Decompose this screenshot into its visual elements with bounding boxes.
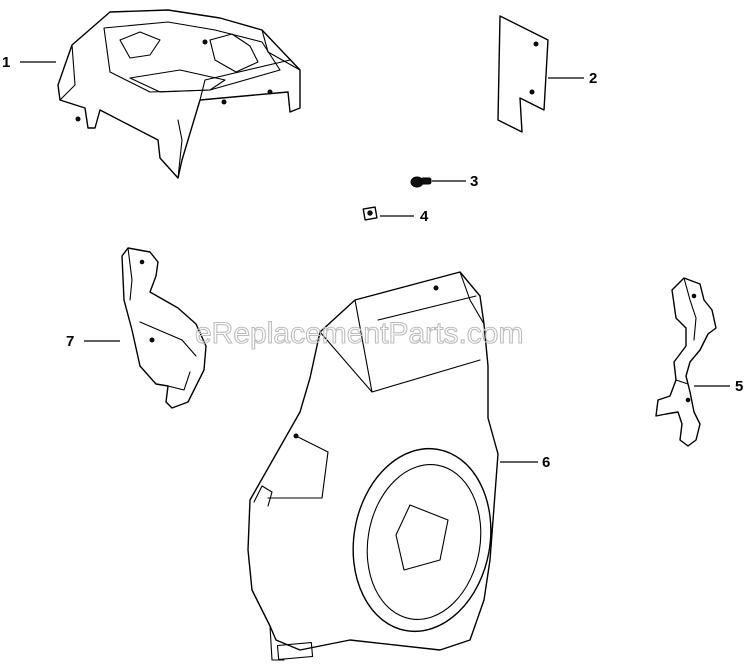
part-6-blower-housing[interactable] [247, 271, 505, 661]
part-1-top-bracket[interactable] [57, 9, 301, 179]
callout-1: 1 [2, 54, 10, 71]
callout-3: 3 [470, 173, 478, 190]
part-2-plate[interactable] [497, 15, 549, 133]
part-4-nut[interactable] [362, 206, 378, 221]
callout-2: 2 [589, 70, 597, 87]
part-3-screw[interactable] [410, 176, 432, 188]
part-7-bracket[interactable] [121, 247, 207, 409]
callout-7: 7 [66, 333, 74, 350]
callout-6: 6 [542, 454, 550, 471]
part-5-side-bracket[interactable] [655, 277, 717, 447]
callout-5: 5 [735, 378, 743, 395]
callout-4: 4 [420, 208, 429, 225]
watermark-text: eReplacementParts.com [195, 317, 523, 350]
